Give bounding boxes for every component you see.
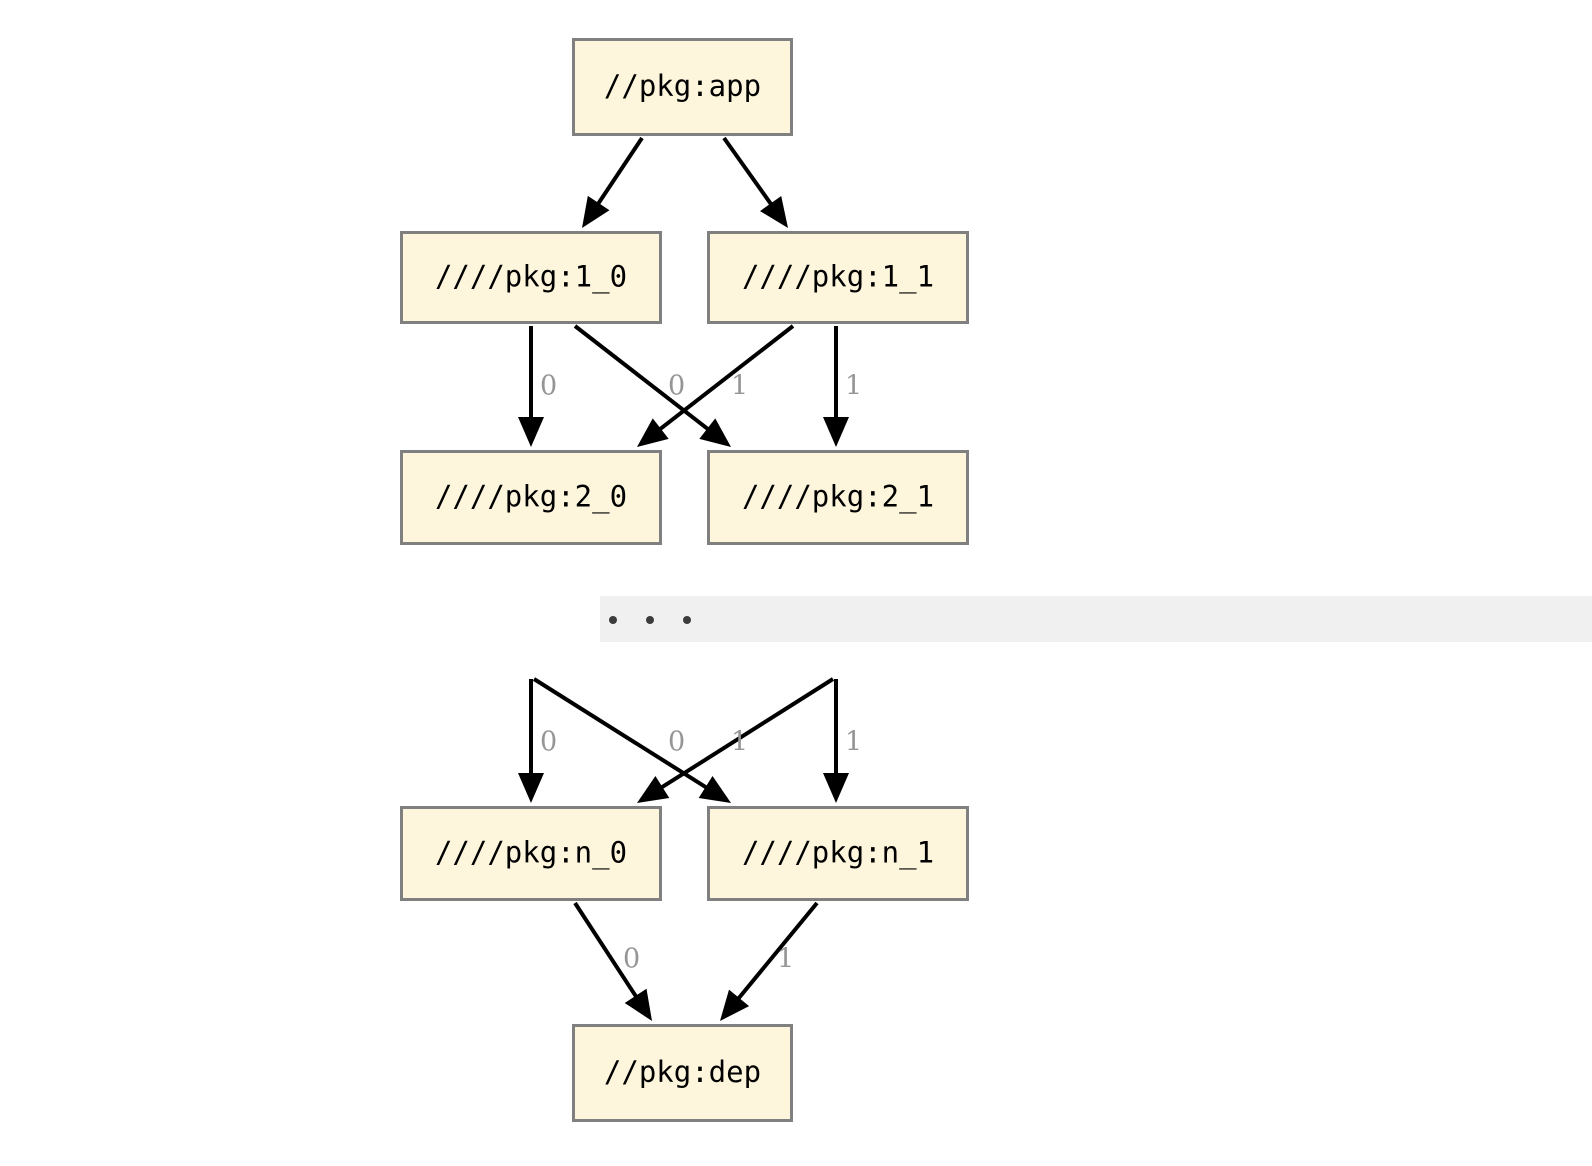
node-nn_0[interactable]: ////pkg:n_0 xyxy=(400,806,662,901)
edge-line xyxy=(594,136,644,208)
node-label: //pkg:app xyxy=(604,69,761,103)
node-box[interactable] xyxy=(400,806,662,901)
edge-line xyxy=(573,901,640,1001)
edge-label: 1 xyxy=(845,371,862,402)
edge-1_0-to-2_0: 0 xyxy=(518,326,557,447)
edge-label: 0 xyxy=(623,944,640,975)
edge-line xyxy=(656,324,795,433)
edge-line xyxy=(532,677,711,791)
edge-n_1-to-dep: 1 xyxy=(720,901,819,1021)
edge-app-to-1_1 xyxy=(722,136,788,228)
ellipsis-group xyxy=(600,596,1592,642)
node-box[interactable] xyxy=(707,231,969,324)
edge-line xyxy=(657,677,835,791)
node-n1_1[interactable]: ////pkg:1_1 xyxy=(707,231,969,324)
node-box[interactable] xyxy=(572,38,793,136)
ellipsis-dot xyxy=(609,616,617,624)
arrowhead-icon xyxy=(637,418,669,447)
edge-label: 0 xyxy=(668,371,685,402)
edge-n-1-to-n_1: 0 xyxy=(532,677,731,803)
node-label: ////pkg:1_1 xyxy=(742,260,934,295)
edge-n-1-to-n_0: 0 xyxy=(518,679,557,803)
node-nn_1[interactable]: ////pkg:n_1 xyxy=(707,806,969,901)
ellipsis-dot xyxy=(646,616,654,624)
node-label: ////pkg:2_0 xyxy=(435,480,627,515)
arrowhead-icon xyxy=(624,988,652,1021)
node-box[interactable] xyxy=(572,1024,793,1122)
arrowhead-icon xyxy=(637,775,670,803)
edge-line xyxy=(573,324,712,433)
arrowhead-icon xyxy=(699,418,731,447)
ellipsis-dot xyxy=(683,616,691,624)
node-app[interactable]: //pkg:app xyxy=(572,38,793,136)
arrowhead-icon xyxy=(720,989,750,1021)
node-box[interactable] xyxy=(707,806,969,901)
edge-label: 1 xyxy=(845,727,862,758)
edges-group: 0 0 1 1 0 0 1 1 0 1 xyxy=(518,136,862,1021)
node-label: ////pkg:2_1 xyxy=(742,480,934,515)
edge-label: 0 xyxy=(668,727,685,758)
node-n2_1[interactable]: ////pkg:2_1 xyxy=(707,450,969,545)
node-box[interactable] xyxy=(400,450,662,545)
node-n1_0[interactable]: ////pkg:1_0 xyxy=(400,231,662,324)
arrowhead-icon xyxy=(823,773,849,803)
edge-label: 0 xyxy=(540,371,557,402)
edge-app-to-1_0 xyxy=(582,136,644,228)
edge-line xyxy=(734,901,819,1003)
node-dep[interactable]: //pkg:dep xyxy=(572,1024,793,1122)
edge-1_1-to-2_0: 1 xyxy=(637,324,795,447)
arrowhead-icon xyxy=(582,195,610,228)
edge-line xyxy=(722,136,775,208)
node-label: ////pkg:n_0 xyxy=(435,836,627,871)
edge-label: 1 xyxy=(777,944,794,975)
arrowhead-icon xyxy=(823,417,849,447)
node-label: //pkg:dep xyxy=(604,1055,761,1089)
node-n2_0[interactable]: ////pkg:2_0 xyxy=(400,450,662,545)
node-box[interactable] xyxy=(400,231,662,324)
edge-n-1-to-n_0b: 1 xyxy=(637,677,835,803)
edge-1_1-to-2_1: 1 xyxy=(823,326,862,447)
arrowhead-icon xyxy=(760,196,788,228)
edge-label: 1 xyxy=(731,727,748,758)
edge-label: 0 xyxy=(540,727,557,758)
nodes-group: //pkg:app ////pkg:1_0 ////pkg:1_1 ////pkg:2… xyxy=(400,38,969,1122)
node-label: ////pkg:1_0 xyxy=(435,260,627,295)
edge-n_0-to-dep: 0 xyxy=(573,901,652,1021)
arrowhead-icon xyxy=(518,417,544,447)
arrowhead-icon xyxy=(518,773,544,803)
arrowhead-icon xyxy=(698,776,731,803)
edge-label: 1 xyxy=(731,371,748,402)
node-box[interactable] xyxy=(707,450,969,545)
edge-n-1-to-n_1b: 1 xyxy=(823,679,862,803)
node-label: ////pkg:n_1 xyxy=(742,836,934,871)
edge-1_0-to-2_1: 0 xyxy=(573,324,731,447)
ellipsis-band xyxy=(600,596,1592,642)
